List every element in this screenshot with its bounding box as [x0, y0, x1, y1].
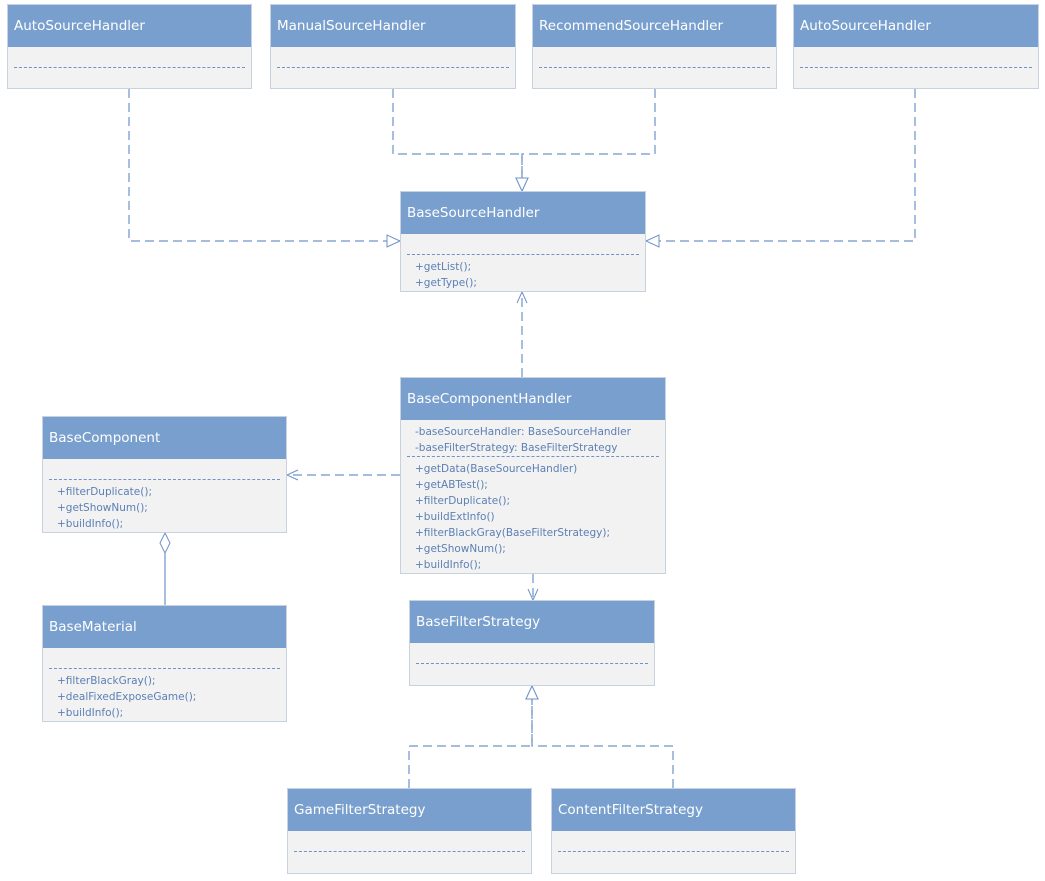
class-method: +filterDuplicate(); [415, 495, 510, 507]
class-divider [294, 851, 525, 852]
class-methods [8, 68, 251, 88]
class-name: ManualSourceHandler [271, 5, 515, 47]
realization-line-auto2-to-base-source [646, 89, 916, 242]
class-methods: +getList(); +getType(); [401, 255, 645, 291]
class-attributes [410, 643, 654, 663]
class-attribute: -baseFilterStrategy: BaseFilterStrategy [415, 442, 618, 454]
class-method: +getABTest(); [415, 479, 488, 491]
class-divider [277, 67, 509, 68]
realization-line-recommend-to-base-source [521, 89, 656, 191]
class-method: +dealFixedExposeGame(); [57, 691, 197, 703]
triangle-arrowhead-auto1-to-base-source [386, 234, 402, 248]
class-methods [552, 852, 795, 872]
class-method: +buildInfo(); [415, 559, 482, 571]
class-name: BaseComponentHandler [401, 378, 665, 420]
class-attributes [552, 831, 795, 851]
class-method: +filterDuplicate(); [57, 486, 152, 498]
class-method: +getData(BaseSourceHandler) [415, 463, 578, 475]
class-methods [794, 68, 1038, 88]
class-method: +filterBlackGray(); [57, 675, 156, 687]
realization-line-game-filter-to-base-filter [408, 686, 533, 788]
open-arrowhead-base-component-handler-to-base-source [516, 290, 528, 304]
open-arrowhead-base-component-handler-to-base-component [285, 469, 299, 481]
triangle-arrowhead-auto2-to-base-source [644, 234, 660, 248]
class-method: +getShowNum(); [415, 543, 506, 555]
class-method: +getType(); [415, 277, 477, 289]
realization-line-manual-to-base-source [392, 89, 523, 191]
realization-line-content-filter-to-base-filter [531, 686, 674, 788]
class-method: +getShowNum(); [57, 502, 148, 514]
class-base-material[interactable]: BaseMaterial +filterBlackGray(); +dealFixe… [42, 605, 287, 722]
class-divider [407, 254, 639, 255]
triangle-arrowhead-recommend-to-base-source [515, 177, 529, 193]
class-divider [539, 67, 770, 68]
class-name: AutoSourceHandler [794, 5, 1038, 47]
class-divider [800, 67, 1032, 68]
class-divider [558, 851, 789, 852]
class-methods [271, 68, 515, 88]
class-divider [416, 663, 648, 664]
class-divider [407, 456, 659, 457]
class-methods: +filterDuplicate(); +getShowNum(); +buildI… [43, 480, 286, 532]
class-base-component[interactable]: BaseComponent +filterDuplicate(); +getShow… [42, 416, 287, 533]
class-name: BaseMaterial [43, 606, 286, 648]
class-base-component-handler[interactable]: BaseComponentHandler-baseSourceHandler: … [400, 377, 666, 574]
class-game-filter[interactable]: GameFilterStrategy [287, 788, 532, 874]
class-attributes [8, 47, 251, 67]
class-base-source[interactable]: BaseSourceHandler +getList(); +getType(); [400, 191, 646, 292]
realization-line-auto1-to-base-source [128, 89, 400, 242]
class-auto2[interactable]: AutoSourceHandler [793, 4, 1039, 89]
triangle-arrowhead-content-filter-to-base-filter [525, 684, 539, 700]
class-methods: +filterBlackGray(); +dealFixedExposeGame(… [43, 669, 286, 721]
class-method: +getList(); [415, 261, 472, 273]
class-manual[interactable]: ManualSourceHandler [270, 4, 516, 89]
class-method: +buildExtInfo() [415, 511, 495, 523]
class-methods [533, 68, 776, 88]
class-name: BaseSourceHandler [401, 192, 645, 234]
class-divider [49, 668, 280, 669]
class-attributes [794, 47, 1038, 67]
class-attribute: -baseSourceHandler: BaseSourceHandler [415, 426, 631, 438]
class-name: RecommendSourceHandler [533, 5, 776, 47]
class-attributes [43, 459, 286, 479]
class-methods [410, 664, 654, 684]
class-methods: +getData(BaseSourceHandler) +getABTest();… [401, 457, 665, 573]
class-attributes [533, 47, 776, 67]
class-attributes [288, 831, 531, 851]
class-name: BaseComponent [43, 417, 286, 459]
class-method: +buildInfo(); [57, 518, 124, 530]
class-content-filter[interactable]: ContentFilterStrategy [551, 788, 796, 874]
class-attributes [401, 234, 645, 254]
class-attributes [43, 648, 286, 668]
class-methods [288, 852, 531, 872]
class-attributes: -baseSourceHandler: BaseSourceHandler -ba… [401, 420, 665, 456]
class-method: +buildInfo(); [57, 707, 124, 719]
class-name: AutoSourceHandler [8, 5, 251, 47]
class-method: +filterBlackGray(BaseFilterStrategy); [415, 527, 611, 539]
class-recommend[interactable]: RecommendSourceHandler [532, 4, 777, 89]
class-name: GameFilterStrategy [288, 789, 531, 831]
class-auto1[interactable]: AutoSourceHandler [7, 4, 252, 89]
class-divider [49, 479, 280, 480]
class-divider [14, 67, 245, 68]
class-name: BaseFilterStrategy [410, 601, 654, 643]
class-attributes [271, 47, 515, 67]
class-name: ContentFilterStrategy [552, 789, 795, 831]
class-base-filter[interactable]: BaseFilterStrategy [409, 600, 655, 686]
diamond-arrowhead-base-material-to-base-component [159, 531, 171, 555]
